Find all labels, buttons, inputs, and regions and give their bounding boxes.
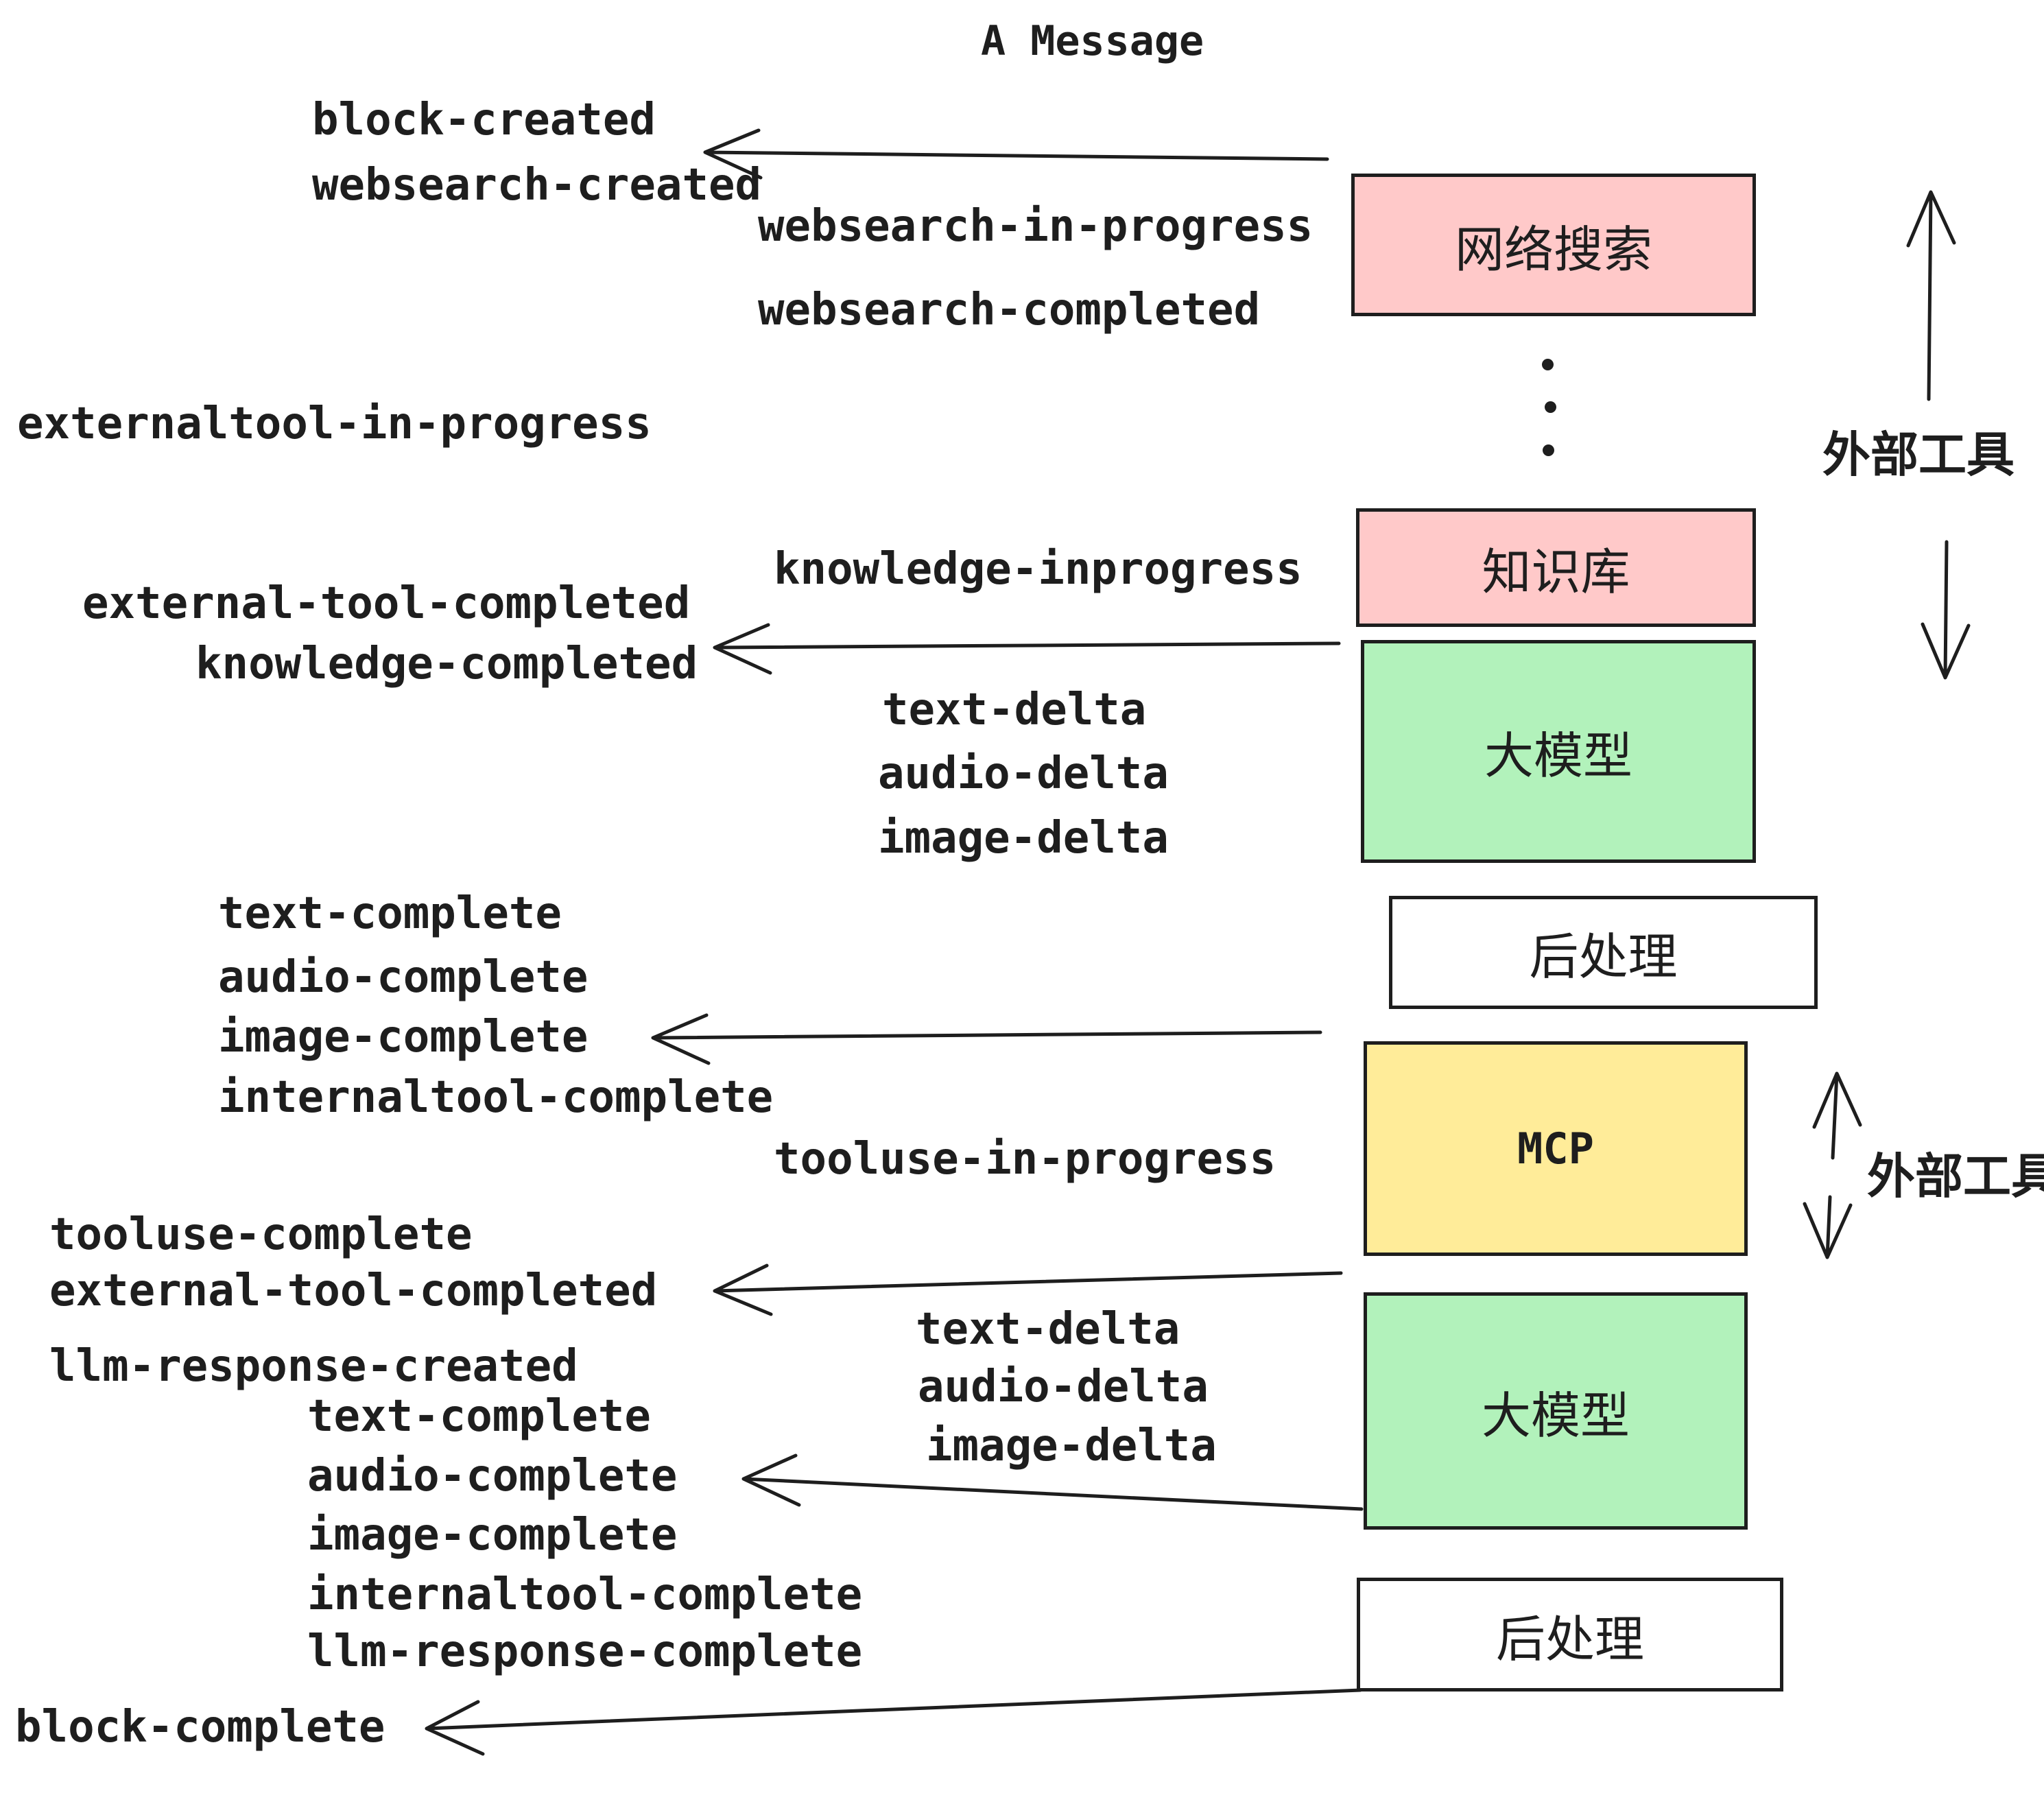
box-postprocess-1: 后处理 bbox=[1389, 896, 1818, 1009]
external-tools-label-mid: 外部工具 bbox=[1867, 1148, 2044, 1204]
event-label-llm-response-created: llm-response-created bbox=[49, 1341, 578, 1392]
event-label-internaltool-complete-1: internaltool-complete bbox=[218, 1072, 774, 1123]
arrow-to-knowledge-completed bbox=[713, 623, 1341, 675]
box-llm-1-label: 大模型 bbox=[1484, 727, 1632, 785]
event-label-knowledge-inprogress: knowledge-inprogress bbox=[774, 544, 1303, 595]
external-tools-down-arrow-top bbox=[1921, 540, 1971, 680]
event-label-tooluse-complete: tooluse-complete bbox=[49, 1209, 473, 1260]
box-postprocess-2: 后处理 bbox=[1357, 1578, 1783, 1692]
event-label-audio-delta-2: audio-delta bbox=[918, 1362, 1209, 1412]
event-label-websearch-completed: websearch-completed bbox=[758, 285, 1261, 335]
event-label-text-complete-2: text-complete bbox=[307, 1391, 651, 1442]
box-websearch: 网络搜索 bbox=[1351, 174, 1756, 316]
event-label-text-delta-1: text-delta bbox=[882, 685, 1147, 735]
box-mcp-label: MCP bbox=[1517, 1124, 1594, 1174]
event-label-knowledge-completed: knowledge-completed bbox=[195, 639, 698, 689]
box-postprocess-2-label: 后处理 bbox=[1495, 1610, 1644, 1668]
box-websearch-label: 网络搜索 bbox=[1454, 220, 1652, 278]
diagram-title: A Message bbox=[981, 17, 1204, 65]
event-label-text-complete-1: text-complete bbox=[218, 888, 562, 939]
event-label-image-delta-2: image-delta bbox=[926, 1421, 1217, 1471]
event-label-websearch-created: websearch-created bbox=[312, 160, 762, 211]
box-llm-2: 大模型 bbox=[1364, 1292, 1748, 1530]
event-label-llm-response-complete: llm-response-complete bbox=[307, 1626, 863, 1677]
event-label-externaltool-in-progress: externaltool-in-progress bbox=[17, 399, 652, 449]
arrow-to-image-complete bbox=[651, 1013, 1322, 1065]
event-label-external-tool-completed: external-tool-completed bbox=[82, 578, 691, 629]
ellipsis-dot bbox=[1543, 444, 1554, 456]
external-tools-label-top: 外部工具 bbox=[1822, 427, 2015, 483]
ellipsis-dot bbox=[1542, 359, 1554, 370]
event-label-audio-complete-1: audio-complete bbox=[218, 952, 589, 1003]
box-knowledge-label: 知识库 bbox=[1482, 543, 1630, 601]
event-label-text-delta-2: text-delta bbox=[916, 1304, 1180, 1355]
event-label-block-created: block-created bbox=[312, 95, 656, 145]
box-postprocess-1-label: 后处理 bbox=[1529, 928, 1678, 986]
box-knowledge: 知识库 bbox=[1356, 508, 1756, 627]
event-label-external-tool-completed-2: external-tool-completed bbox=[49, 1266, 658, 1316]
event-label-block-complete: block-complete bbox=[15, 1702, 385, 1753]
box-mcp: MCP bbox=[1364, 1041, 1748, 1256]
external-tools-up-arrow-top bbox=[1906, 190, 1956, 401]
event-label-image-complete-2: image-complete bbox=[307, 1510, 678, 1560]
event-label-websearch-in-progress: websearch-in-progress bbox=[758, 201, 1314, 252]
event-label-tooluse-in-progress: tooluse-in-progress bbox=[774, 1134, 1276, 1185]
event-label-audio-complete-2: audio-complete bbox=[307, 1451, 678, 1502]
event-label-audio-delta-1: audio-delta bbox=[878, 748, 1169, 799]
external-tools-up-arrow-mid bbox=[1812, 1071, 1862, 1160]
box-llm-2-label: 大模型 bbox=[1481, 1386, 1630, 1445]
event-label-image-complete-1: image-complete bbox=[218, 1012, 589, 1063]
arrow-to-block-complete bbox=[425, 1688, 1362, 1756]
event-label-image-delta-1: image-delta bbox=[878, 813, 1169, 864]
arrow-to-block-created bbox=[703, 128, 1329, 180]
event-label-internaltool-complete-2: internaltool-complete bbox=[307, 1569, 863, 1620]
external-tools-down-arrow-mid bbox=[1803, 1195, 1853, 1259]
ellipsis-dot bbox=[1545, 401, 1556, 413]
box-llm-1: 大模型 bbox=[1361, 640, 1756, 863]
